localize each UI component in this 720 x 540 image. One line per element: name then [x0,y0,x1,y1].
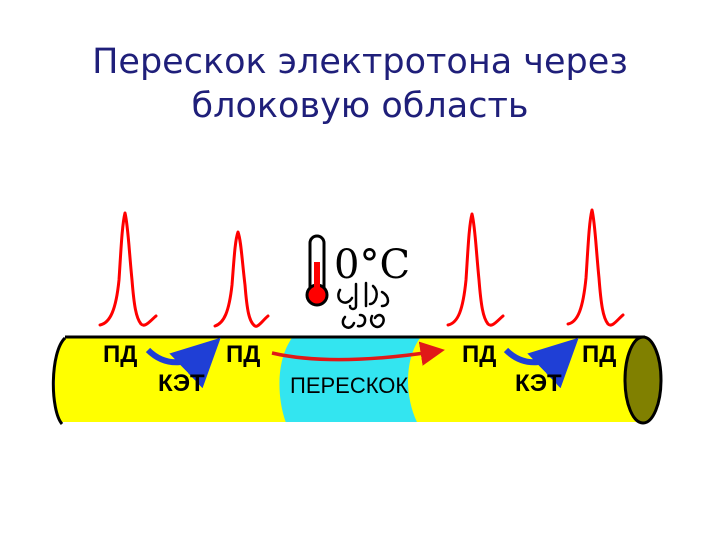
label-ket-1: КЭТ [158,370,205,397]
thermometer-icon [305,234,329,307]
title-line-1: Перескок электротона через [92,42,628,82]
axon-left-edge [51,336,67,425]
spike-2 [213,230,270,328]
spike-4 [566,208,625,327]
ice-crystals-icon [337,281,390,329]
slide-title: Перескок электротона через блоковую обла… [0,40,720,128]
ket-arrow-2 [503,337,579,389]
spike-1 [98,211,158,327]
axon-end-cap [623,335,663,425]
label-pd-1: ПД [103,341,137,368]
label-ket-2: КЭТ [515,370,562,397]
jump-arrow [271,341,445,366]
label-jump: ПЕРЕСКОК [290,373,408,398]
ket-arrow-1 [145,337,221,389]
label-pd-3: ПД [462,341,496,368]
axon-left-end [55,338,80,422]
spike-group [98,208,625,328]
title-line-2: блоковую область [191,86,529,126]
label-pd-2: ПД [226,341,260,368]
label-pd-4: ПД [582,341,616,368]
spike-3 [446,212,505,327]
temperature-label: 0°C [334,242,410,288]
